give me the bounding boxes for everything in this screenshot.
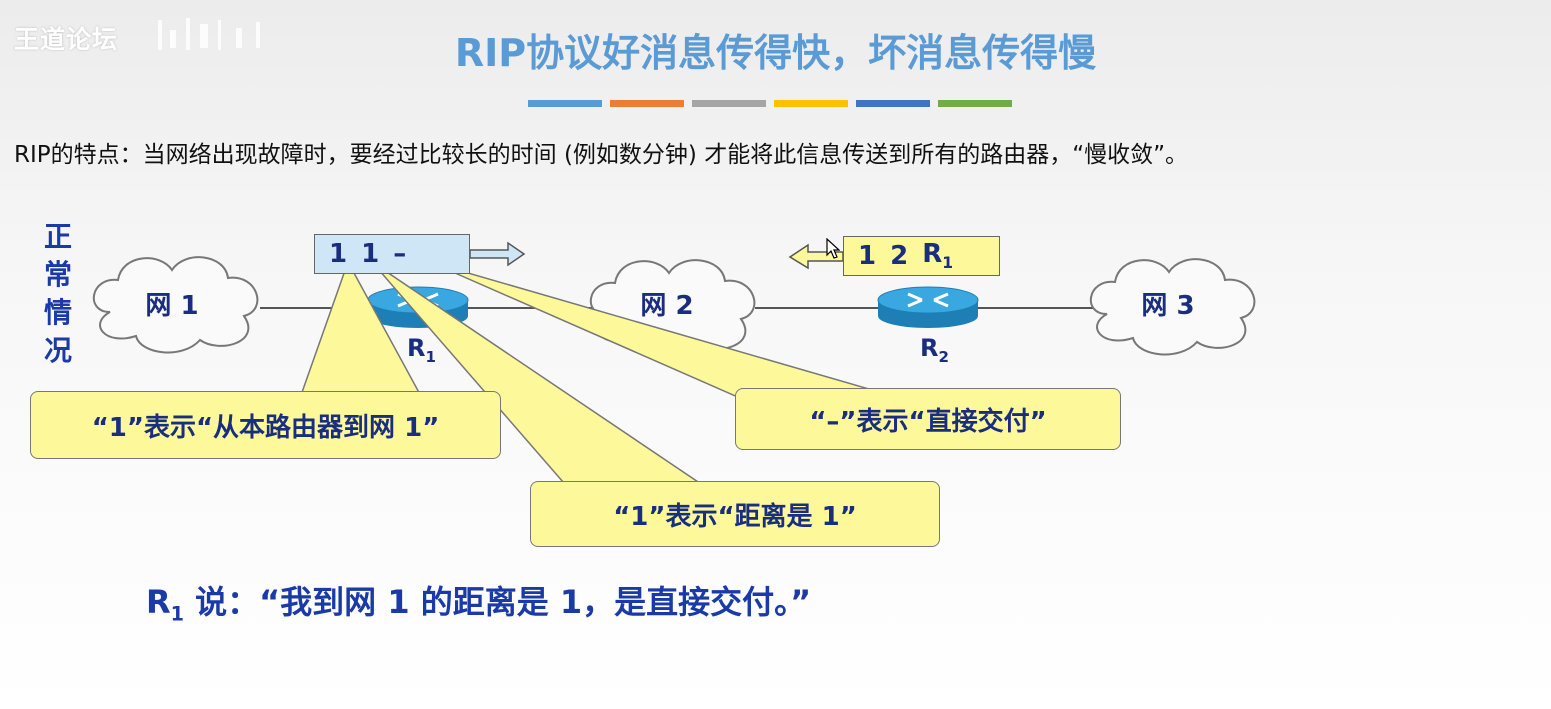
routing-table-r1: 1 1 –: [314, 234, 470, 274]
title-color-bar-3: [692, 100, 766, 107]
cloud-net1-icon: [92, 256, 259, 354]
r1-statement: R1 说：“我到网 1 的距离是 1，是直接交付。”: [146, 583, 812, 626]
table-r1-next: –: [393, 239, 407, 269]
router-label-r1: R1: [407, 334, 436, 366]
callout-net-meaning: “1”表示“从本路由器到网 1”: [30, 391, 501, 459]
watermark-bars-icon: [158, 18, 260, 50]
title-color-bar-1: [528, 100, 602, 107]
router-r2-icon: [877, 286, 979, 328]
callout-pointer-net: [298, 260, 424, 399]
table-r1-distance: 1: [361, 239, 380, 269]
routing-table-r2: 1 2 R1: [843, 236, 1000, 276]
title-color-bar-6: [938, 100, 1012, 107]
network-label-1: 网 1: [145, 291, 198, 321]
slide-title: RIP协议好消息传得快，坏消息传得慢: [454, 31, 1097, 75]
network-label-3: 网 3: [1141, 291, 1194, 321]
callout-distance-meaning: “1”表示“距离是 1”: [530, 481, 940, 547]
network-label-2: 网 2: [640, 291, 693, 321]
arrow-right-icon: [469, 241, 526, 267]
title-color-bar-4: [774, 100, 848, 107]
normal-situation-label: 正 常 情 况: [43, 220, 72, 367]
rip-feature-text: RIP的特点：当网络出现故障时，要经过比较长的时间 (例如数分钟) 才能将此信息…: [14, 142, 1189, 168]
callout-direct-delivery: “–”表示“直接交付”: [735, 388, 1121, 450]
table-r2-next: R1: [922, 239, 954, 273]
cloud-net3-icon: [1089, 258, 1256, 356]
title-color-bars: [528, 92, 1020, 111]
title-color-bar-2: [610, 100, 684, 107]
mouse-cursor-icon: [826, 238, 840, 259]
arrow-left-icon: [788, 243, 844, 270]
router-label-r2: R2: [920, 334, 949, 366]
table-r1-net: 1: [329, 239, 348, 269]
title-color-bar-5: [856, 100, 930, 107]
watermark-logo: 王道论坛: [14, 25, 119, 54]
table-r2-distance: 2: [890, 241, 909, 271]
table-r2-net: 1: [858, 241, 877, 271]
